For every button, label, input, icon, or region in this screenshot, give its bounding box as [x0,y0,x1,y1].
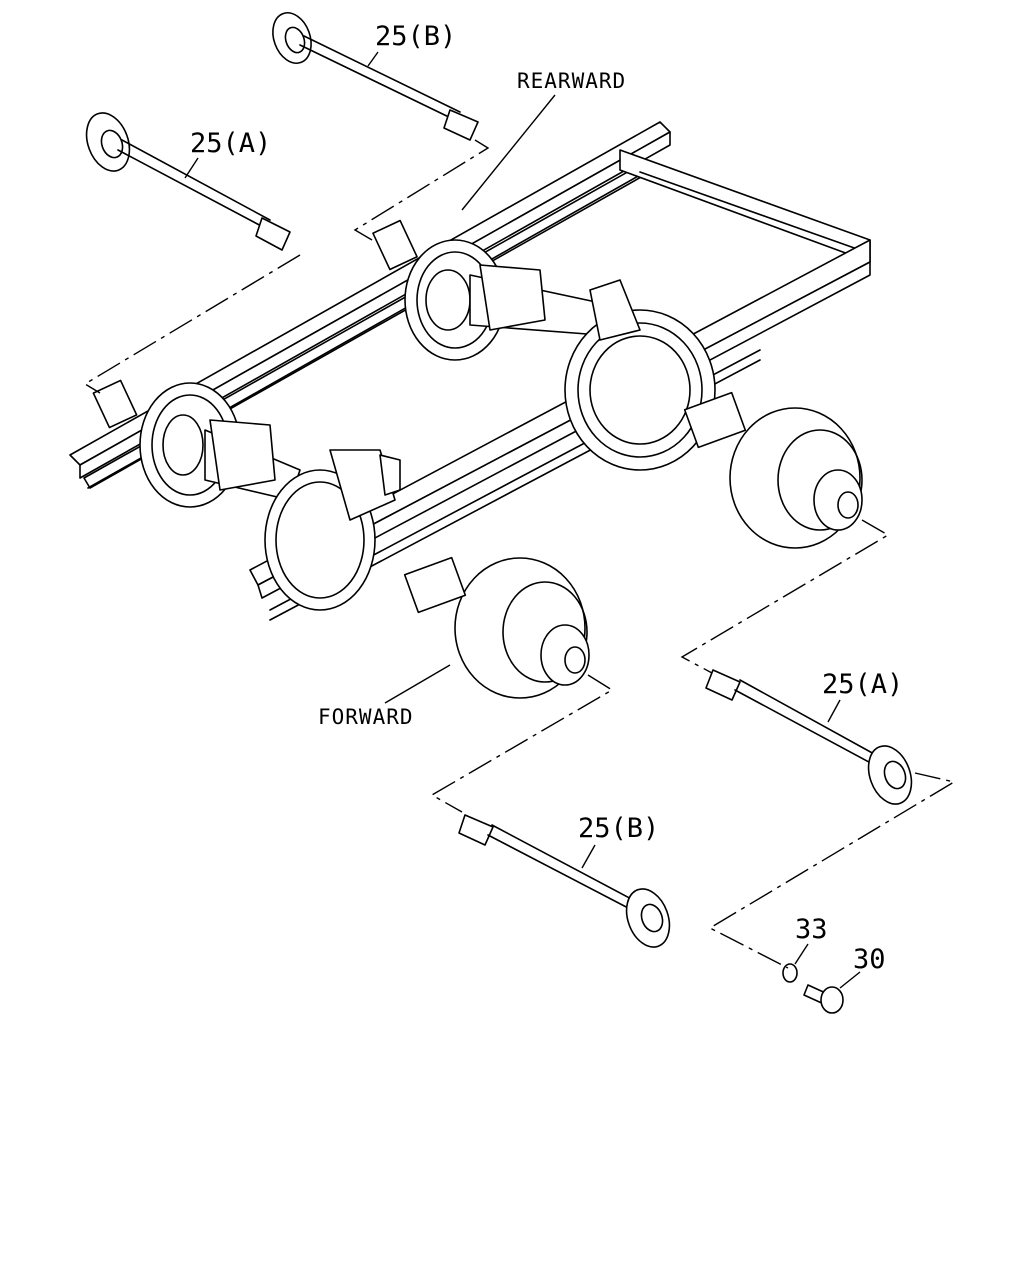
label-25a-top: 25(A) [190,128,271,159]
label-forward: FORWARD [318,705,414,729]
washer-33 [782,963,798,983]
axle-shaft-25a-right [705,669,913,805]
label-30: 30 [853,944,886,975]
leader-lines [184,51,861,989]
label-25b-top: 25(B) [375,21,456,52]
label-rearward: REARWARD [517,69,626,93]
bolt-30 [803,984,844,1014]
forward-axle-assembly [92,379,590,699]
axle-shaft-25b-bottom [458,814,671,948]
label-33: 33 [795,914,828,945]
axle-shaft-25b-top [272,12,479,141]
phantom-lines [83,139,956,969]
rear-axle-assembly [372,219,863,549]
label-25b-bottom: 25(B) [578,813,659,844]
label-25a-right: 25(A) [822,669,903,700]
frame-rails [69,121,871,621]
axle-shaft-25a-top [85,112,291,251]
